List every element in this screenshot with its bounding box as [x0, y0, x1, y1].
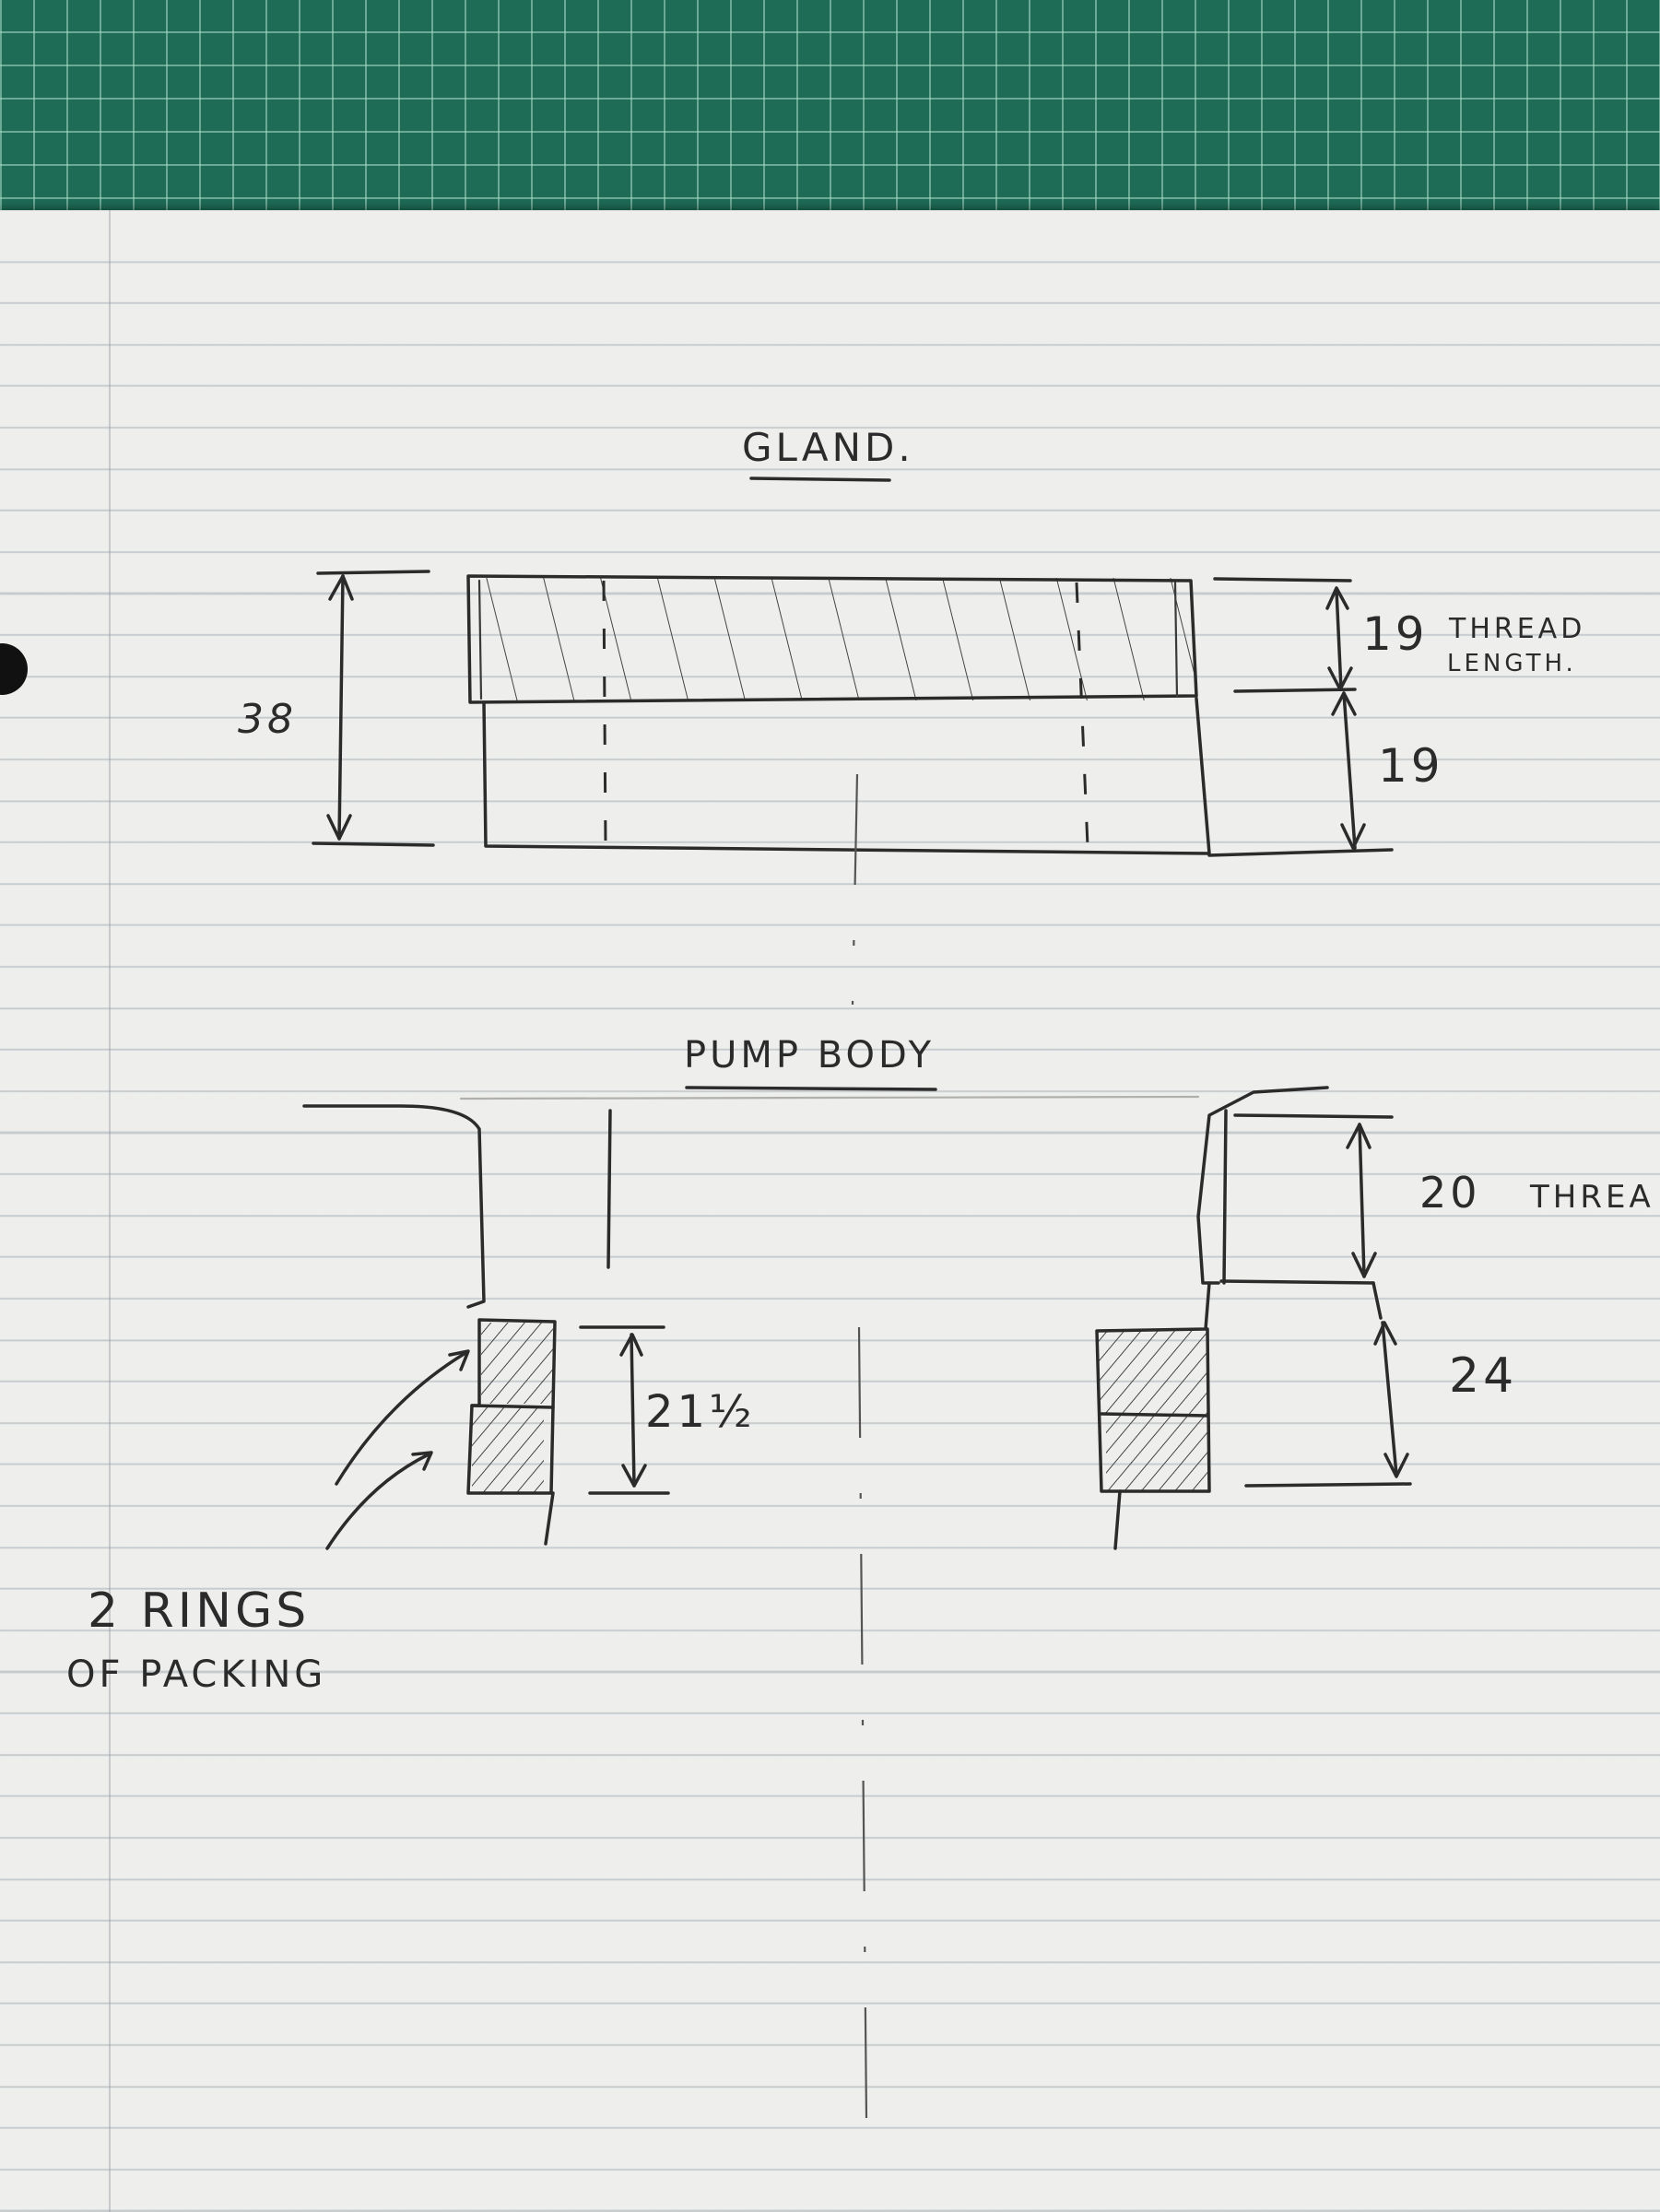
gland-thread-hatch — [470, 578, 1194, 700]
gland-dim-total: 38 — [238, 696, 297, 743]
gland-dim-thread: 19 — [1362, 607, 1429, 661]
gland-title-underline — [749, 477, 891, 482]
gland-thread-note-2: LENGTH. — [1447, 650, 1577, 677]
packing-note-line2: OF PACKING — [66, 1653, 326, 1696]
cutting-mat — [0, 0, 1660, 240]
gland-drawing: GLAND. 38 19 THREAD LENGTH. 19 — [238, 425, 1585, 1006]
pump-body-dim-bore: 24 — [1449, 1348, 1517, 1404]
pump-body-centreline — [857, 1326, 868, 2121]
right-packing-ring-upper — [1099, 1329, 1207, 1414]
margin-line — [109, 210, 111, 2212]
pump-body-dim-packing: 21½ — [645, 1386, 756, 1438]
pump-body-title-underline — [685, 1086, 937, 1091]
gland-thread-note-1: THREAD — [1448, 613, 1585, 645]
lined-paper — [0, 210, 1660, 2212]
gland-title: GLAND. — [742, 425, 914, 470]
left-packing-ring-upper — [481, 1323, 553, 1404]
pump-body-left-wall — [302, 1104, 486, 1309]
pump-body-drawing: PUMP BODY 21½ — [302, 1034, 1654, 2121]
left-packing-ring-lower — [472, 1406, 544, 1493]
gland-dim-lower: 19 — [1378, 739, 1444, 793]
right-packing-outline — [1095, 1281, 1211, 1493]
pump-body-thread-note: THREA — [1529, 1179, 1654, 1216]
pump-body-left-bore — [606, 1109, 612, 1269]
gland-thread-outline — [466, 574, 1198, 704]
pump-body-right-wall — [1196, 1086, 1329, 1285]
packing-leader-lower — [325, 1453, 430, 1550]
packing-leader-upper — [335, 1351, 467, 1486]
packing-note-line1: 2 RINGS — [88, 1583, 310, 1639]
packing-note: 2 RINGS OF PACKING — [66, 1349, 470, 1696]
pump-body-title: PUMP BODY — [684, 1034, 935, 1077]
pump-body-dim-thread: 20 — [1419, 1168, 1481, 1218]
gland-body-outline — [482, 697, 1211, 855]
right-packing-ring-lower — [1106, 1416, 1207, 1491]
gland-centreline — [851, 773, 859, 1006]
